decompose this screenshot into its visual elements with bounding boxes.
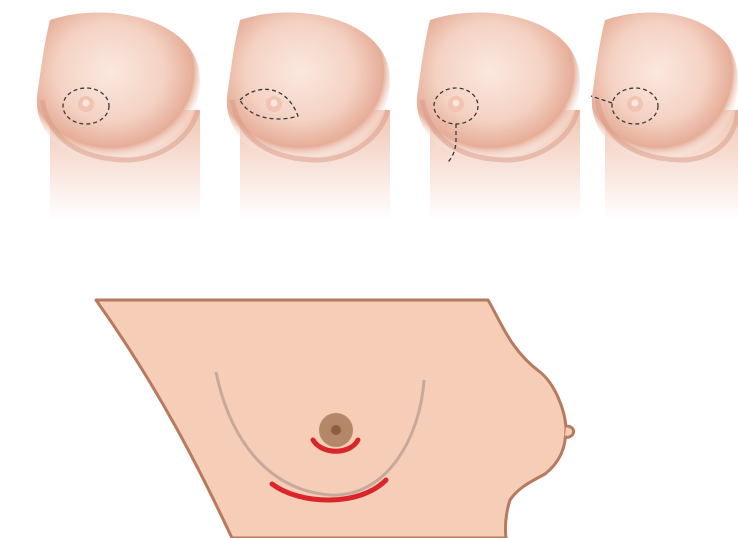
panel-periareolar-incision [20, 0, 220, 250]
nipple [83, 100, 90, 107]
nipple [453, 100, 460, 107]
panel-crescent-incision [210, 0, 410, 250]
incision-options-row [0, 0, 738, 250]
side-nipple [565, 426, 574, 437]
panel-vertical-incision [400, 0, 600, 250]
nipple [271, 100, 278, 107]
side-view-illustration [0, 270, 738, 538]
nipple [632, 100, 639, 107]
panel-lateral-incision [585, 0, 738, 250]
side-nipple-center [331, 425, 341, 435]
